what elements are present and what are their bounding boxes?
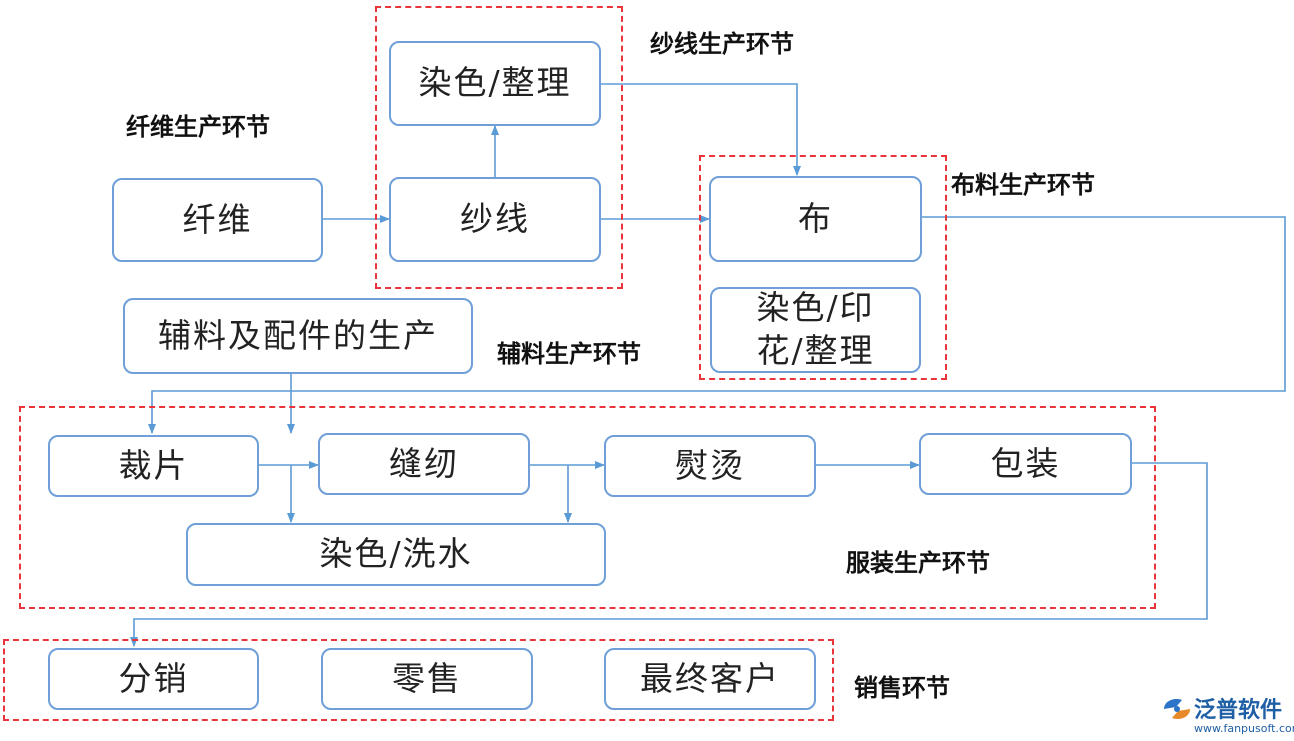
stage-label-garment: 服装生产环节 <box>846 549 990 577</box>
stage-group-garment <box>19 406 1156 609</box>
watermark: 泛普软件 www.fanpusoft.com <box>1160 692 1294 738</box>
watermark-url: www.fanpusoft.com <box>1194 722 1294 735</box>
stage-group-sales <box>3 639 834 721</box>
arrow-packing-to-sales <box>130 462 1208 647</box>
node-garment-dye: 染色/洗水 <box>186 523 606 586</box>
arrow-cloth-to-cutting <box>148 216 1286 434</box>
stage-group-fabric <box>699 155 947 380</box>
stage-label-accessory: 辅料生产环节 <box>497 340 641 368</box>
node-yarn-dye: 染色/整理 <box>389 41 601 126</box>
stage-label-fiber: 纤维生产环节 <box>126 113 270 141</box>
node-cutting: 裁片 <box>48 435 259 497</box>
node-packing: 包装 <box>919 433 1132 495</box>
stage-label-yarn: 纱线生产环节 <box>650 30 794 58</box>
stage-label-sales: 销售环节 <box>854 674 950 702</box>
stage-label-fabric: 布料生产环节 <box>951 171 1095 199</box>
node-cloth-dye: 染色/印花/整理 <box>710 287 921 373</box>
node-fiber: 纤维 <box>112 178 323 262</box>
node-yarn: 纱线 <box>389 177 601 262</box>
watermark-brand-name: 泛普软件 <box>1194 698 1283 723</box>
node-cloth: 布 <box>709 176 922 262</box>
arrow-dye-to-cloth <box>601 83 801 176</box>
node-ironing: 熨烫 <box>604 435 816 497</box>
node-sewing: 缝纫 <box>318 433 530 495</box>
node-customer: 最终客户 <box>604 648 816 710</box>
node-retail: 零售 <box>321 648 533 710</box>
stage-group-yarn <box>375 6 623 289</box>
node-distribution: 分销 <box>48 648 259 710</box>
node-accessory: 辅料及配件的生产 <box>123 298 473 374</box>
fanpu-logo-icon <box>1164 699 1190 719</box>
